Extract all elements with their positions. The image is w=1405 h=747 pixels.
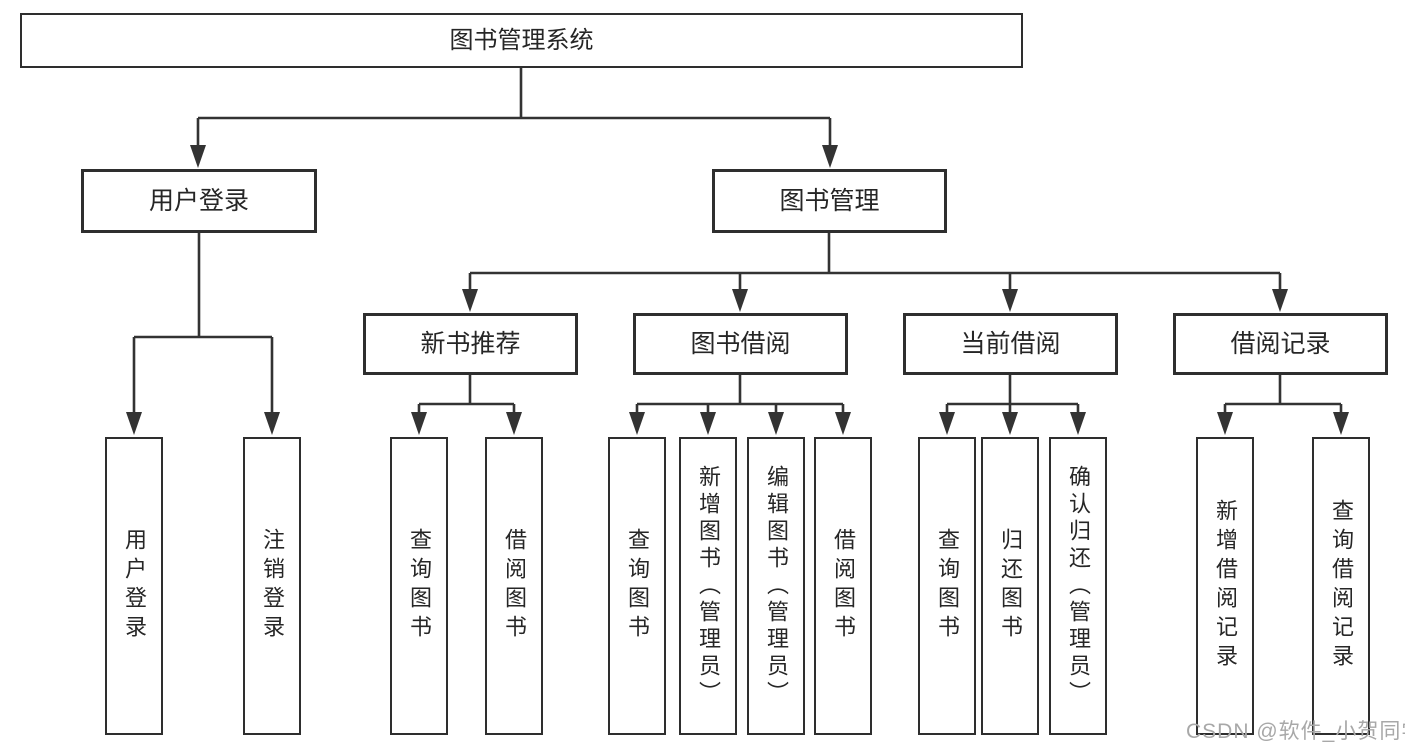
leaf-nbr-borrow-books: 借阅图书 xyxy=(485,437,543,735)
edges-root xyxy=(190,68,838,168)
edges-user-login xyxy=(126,233,280,435)
node-borrow-records: 借阅记录 xyxy=(1173,313,1388,375)
node-book-management: 图书管理 xyxy=(712,169,947,233)
leaf-nbr-query-books: 查询图书 xyxy=(390,437,448,735)
edges-current-borrow xyxy=(939,375,1086,435)
leaf-bb-add-books: 新增图书（管理员） xyxy=(679,437,737,735)
watermark: CSDN @软件_小贺同学 xyxy=(1186,720,1405,743)
leaf-bb-edit-books: 编辑图书（管理员） xyxy=(747,437,805,735)
leaf-br-query-record: 查询借阅记录 xyxy=(1312,437,1370,735)
leaf-logout-login: 注销登录 xyxy=(243,437,301,735)
edges-borrow-records xyxy=(1217,375,1349,435)
edges-book-borrow xyxy=(629,375,851,435)
leaf-bb-borrow-books: 借阅图书 xyxy=(814,437,872,735)
node-new-book-recommend: 新书推荐 xyxy=(363,313,578,375)
leaf-cb-confirm-return: 确认归还（管理员） xyxy=(1049,437,1107,735)
node-current-borrow: 当前借阅 xyxy=(903,313,1118,375)
leaf-bb-query-books: 查询图书 xyxy=(608,437,666,735)
leaf-user-login: 用户登录 xyxy=(105,437,163,735)
leaf-cb-query-books: 查询图书 xyxy=(918,437,976,735)
node-user-login: 用户登录 xyxy=(81,169,317,233)
node-book-borrow: 图书借阅 xyxy=(633,313,848,375)
edges-new-book-recommend xyxy=(411,375,522,435)
edges-book-management xyxy=(462,233,1288,312)
node-root: 图书管理系统 xyxy=(20,13,1023,68)
leaf-br-add-record: 新增借阅记录 xyxy=(1196,437,1254,735)
leaf-cb-return-books: 归还图书 xyxy=(981,437,1039,735)
